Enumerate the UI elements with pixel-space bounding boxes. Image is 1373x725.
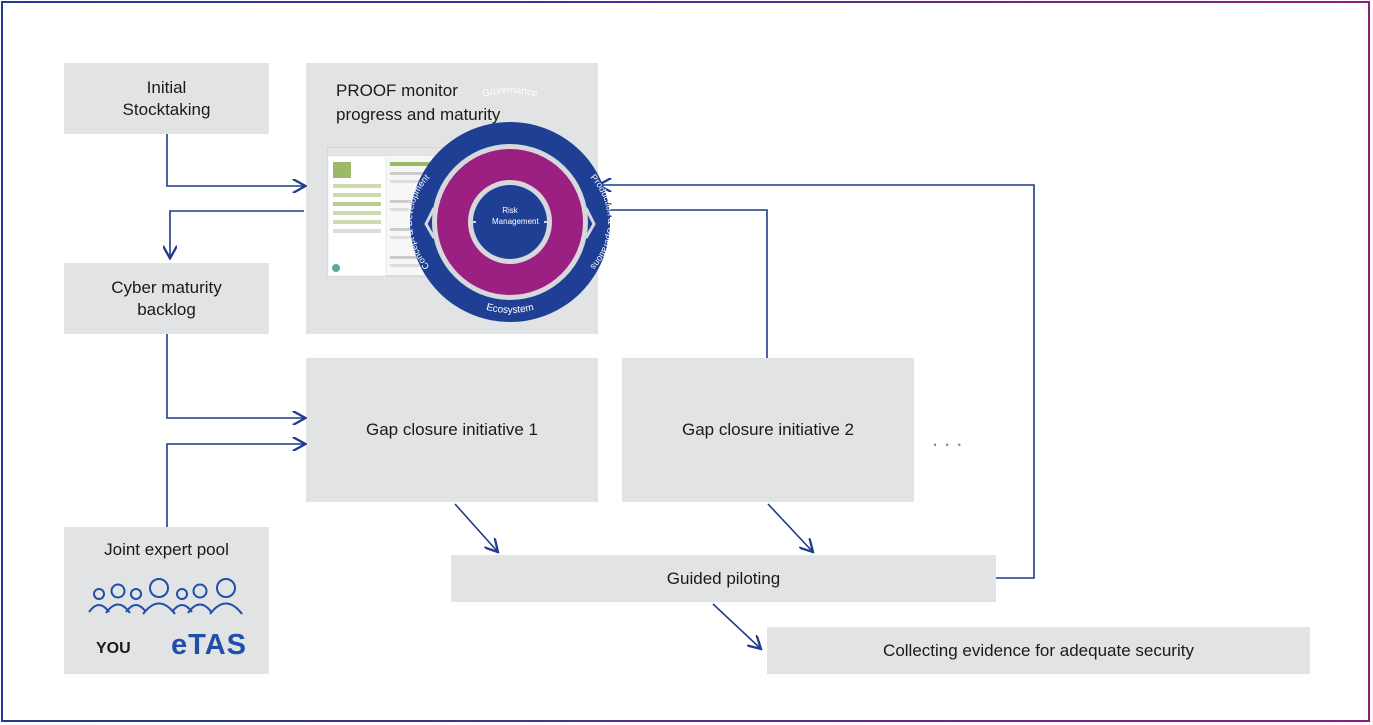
initial-stocktaking-label: Initial Stocktaking [122, 77, 211, 119]
gap-closure-initiative-2-box: Gap closure initiative 2 [622, 358, 914, 502]
arrow-gap2-to-proof [600, 210, 768, 358]
wheel-center-label: Risk Management [492, 206, 539, 226]
arrow-pool-to-gap1 [166, 444, 304, 527]
arrow-gap1-to-pilot [454, 503, 497, 551]
maturity-wheel-icon: Governance Ecosystem Concept & Developme… [404, 85, 616, 322]
svg-text:Governance: Governance [481, 85, 539, 100]
gap2-label: Gap closure initiative 2 [682, 420, 854, 439]
arrow-initial-to-proof [166, 134, 304, 186]
wheel-ecosystem-label: Ecosystem [485, 302, 535, 316]
pool-label: Joint expert pool [104, 540, 229, 559]
connector-arrows [166, 134, 1035, 648]
pilot-label: Guided piloting [666, 568, 781, 588]
backlog-label: Cyber maturity backlog [111, 277, 222, 319]
proof-monitor-title: PROOF monitor progress and maturity [336, 79, 500, 127]
joint-expert-pool-box: Joint expert pool [64, 527, 269, 674]
collecting-evidence-box: Collecting evidence for adequate securit… [767, 627, 1310, 674]
arrow-proof-to-backlog [170, 210, 304, 257]
proof-title-line2: progress and maturity [336, 105, 501, 124]
wheel-governance-label: Governance [481, 85, 539, 100]
etas-logo: eTAS [171, 629, 247, 661]
arrow-pilot-to-evidence [712, 603, 760, 648]
evidence-label: Collecting evidence for adequate securit… [883, 640, 1194, 660]
cyber-maturity-backlog-box: Cyber maturity backlog [64, 263, 269, 334]
arrow-pilot-to-proof [600, 185, 1035, 579]
svg-text:Ecosystem: Ecosystem [485, 302, 535, 316]
people-group-icon [88, 578, 243, 615]
guided-piloting-box: Guided piloting [451, 555, 996, 602]
proof-title-line1: PROOF monitor [336, 81, 458, 100]
gap1-label: Gap closure initiative 1 [366, 420, 538, 439]
you-logo: YOU [96, 640, 131, 657]
initial-stocktaking-box: Initial Stocktaking [64, 63, 269, 134]
arrow-backlog-to-gap1 [166, 334, 304, 418]
gap-closure-initiative-1-box: Gap closure initiative 1 [306, 358, 598, 502]
more-initiatives-ellipsis: ... [932, 426, 969, 451]
arrow-gap2-to-pilot [767, 503, 812, 551]
